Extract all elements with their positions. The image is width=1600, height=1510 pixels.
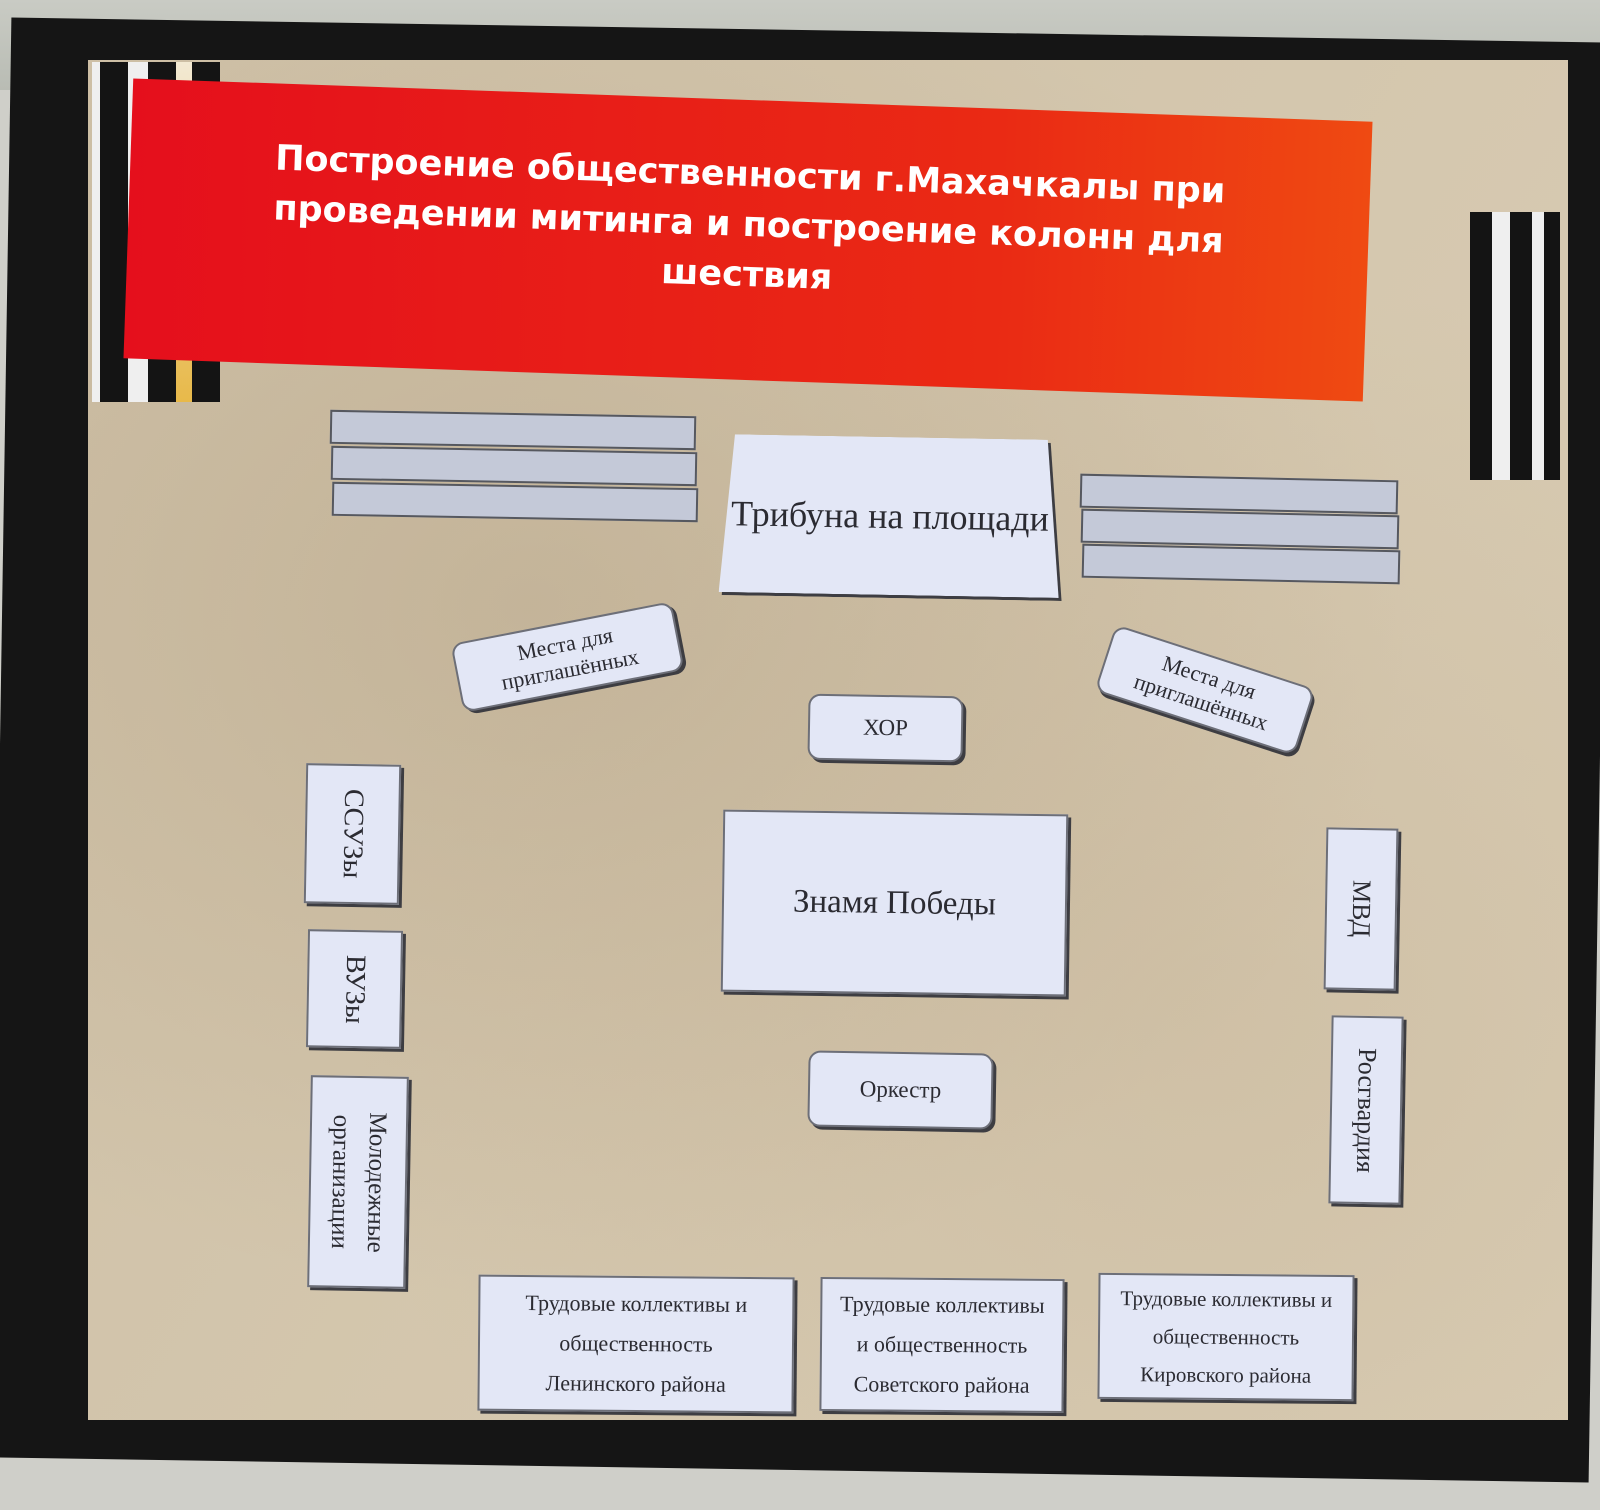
vuz-box: ВУЗы (305, 929, 404, 1049)
banner-of-victory-box: Знамя Победы (720, 809, 1069, 997)
leninsky-district-box: Трудовые коллективы и общественность Лен… (477, 1274, 795, 1414)
youth-orgs-label: Молодежные организации (325, 1111, 392, 1253)
mvd-label: МВД (1346, 880, 1377, 938)
page-title: Построение общественности г.Махачкалы пр… (272, 138, 1227, 298)
bar-left-3 (331, 481, 699, 523)
bar-right-2 (1080, 508, 1400, 550)
bar-left-1 (329, 409, 697, 451)
tribune: Трибуна на площади (719, 434, 1062, 598)
rosgvardia-box: Росгвардия (1328, 1015, 1404, 1205)
bar-right-3 (1081, 543, 1401, 585)
tribune-label: Трибуна на площади (730, 493, 1050, 539)
ssuz-label: ССУЗы (336, 789, 370, 879)
orchestra-box: Оркестр (807, 1050, 994, 1130)
vuz-label: ВУЗы (338, 954, 372, 1024)
ribbon-stripes-right (1470, 212, 1560, 480)
rosgvardia-label: Росгвардия (1350, 1047, 1383, 1173)
choir-box: ХОР (807, 693, 964, 763)
banner-of-victory-label: Знамя Победы (792, 883, 997, 922)
kirovsky-district-box: Трудовые коллективы и общественность Кир… (1097, 1272, 1355, 1402)
bar-right-1 (1079, 473, 1399, 515)
orchestra-label: Оркестр (859, 1076, 942, 1103)
youth-orgs-box: Молодежные организации (307, 1075, 409, 1289)
sovetsky-district-box: Трудовые коллективы и общественность Сов… (819, 1276, 1065, 1414)
kirovsky-district-label: Трудовые коллективы и общественность Кир… (1120, 1286, 1333, 1388)
bar-left-2 (330, 445, 698, 487)
ssuz-box: ССУЗы (303, 763, 402, 905)
title-banner: Построение общественности г.Махачкалы пр… (123, 78, 1373, 402)
mvd-box: МВД (1323, 827, 1399, 991)
leninsky-district-label: Трудовые коллективы и общественность Лен… (525, 1290, 748, 1397)
choir-label: ХОР (862, 714, 909, 741)
sovetsky-district-label: Трудовые коллективы и общественность Сов… (839, 1291, 1045, 1398)
